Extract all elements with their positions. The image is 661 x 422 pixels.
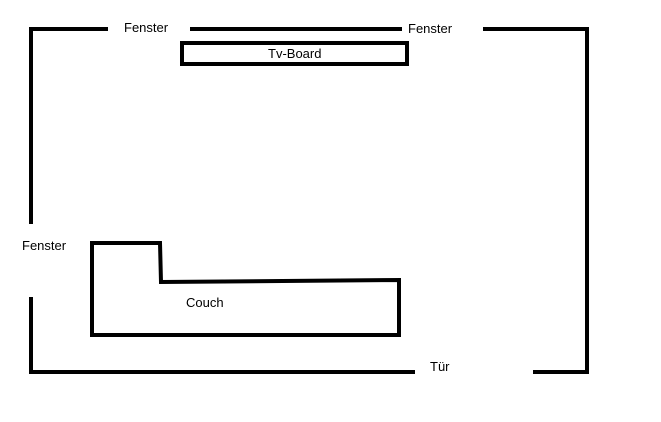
window-label-top-right: Fenster (408, 21, 453, 36)
tv-board-label: Tv-Board (268, 46, 321, 61)
couch-label: Couch (186, 295, 224, 310)
couch-shape (90, 241, 401, 337)
room-walls (29, 27, 589, 374)
window-label-top-left: Fenster (124, 20, 169, 35)
window-label-left: Fenster (22, 238, 67, 253)
tv-board-shape (180, 41, 409, 66)
door-label: Tür (430, 359, 450, 374)
